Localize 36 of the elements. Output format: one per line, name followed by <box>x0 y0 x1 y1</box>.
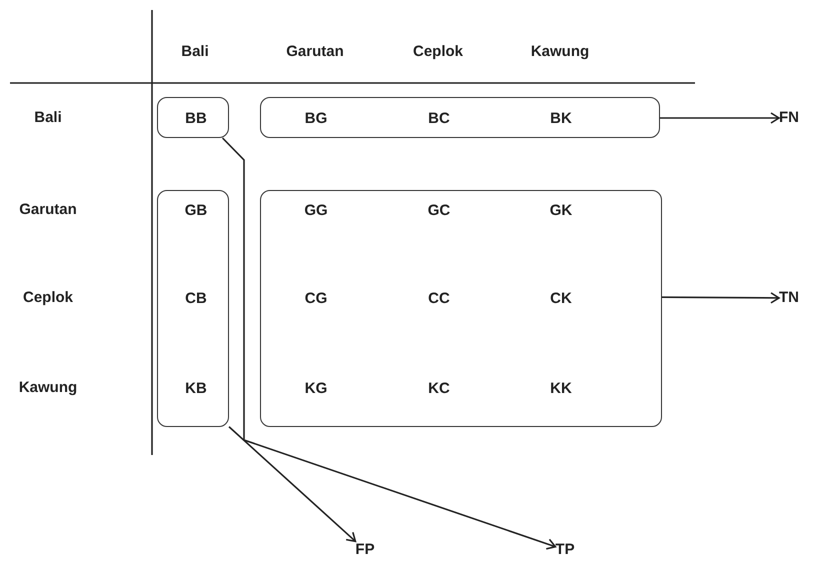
cell-code: GK <box>550 202 572 220</box>
cell-code: BC <box>428 110 450 128</box>
cell-code: GG <box>304 202 328 220</box>
row-header: Ceplok <box>23 289 73 307</box>
cell-code: BK <box>550 110 572 128</box>
cell-code: GB <box>184 202 208 220</box>
outcome-label: TP <box>555 541 575 559</box>
cell-code: CC <box>428 290 450 308</box>
column-header: Ceplok <box>413 43 463 61</box>
outcome-label: TN <box>779 289 799 307</box>
cell-code: CB <box>185 290 207 308</box>
cell-code: BG <box>304 110 328 128</box>
row-header: Kawung <box>18 379 78 397</box>
column-header: Kawung <box>530 43 590 61</box>
arrow <box>660 112 780 124</box>
rounded-group-box <box>260 190 662 427</box>
row-header: Garutan <box>19 201 77 219</box>
arrow <box>662 292 780 304</box>
cell-code: CG <box>304 290 328 308</box>
cell-code: KG <box>304 380 328 398</box>
rounded-group-box <box>260 97 660 138</box>
outcome-label: FN <box>779 109 799 127</box>
arrow <box>228 426 356 542</box>
cell-code: GC <box>428 202 450 220</box>
column-header: Bali <box>181 43 209 61</box>
outcome-label: FP <box>355 541 375 559</box>
cell-code: BB <box>185 110 207 128</box>
rounded-group-box <box>157 97 229 138</box>
cell-code: KB <box>185 380 207 398</box>
row-header: Bali <box>34 109 62 127</box>
arrow <box>222 137 556 550</box>
cell-code: CK <box>550 290 572 308</box>
column-header: Garutan <box>286 43 344 61</box>
cell-code: KC <box>428 380 450 398</box>
cell-code: KK <box>550 380 572 398</box>
rounded-group-box <box>157 190 229 427</box>
